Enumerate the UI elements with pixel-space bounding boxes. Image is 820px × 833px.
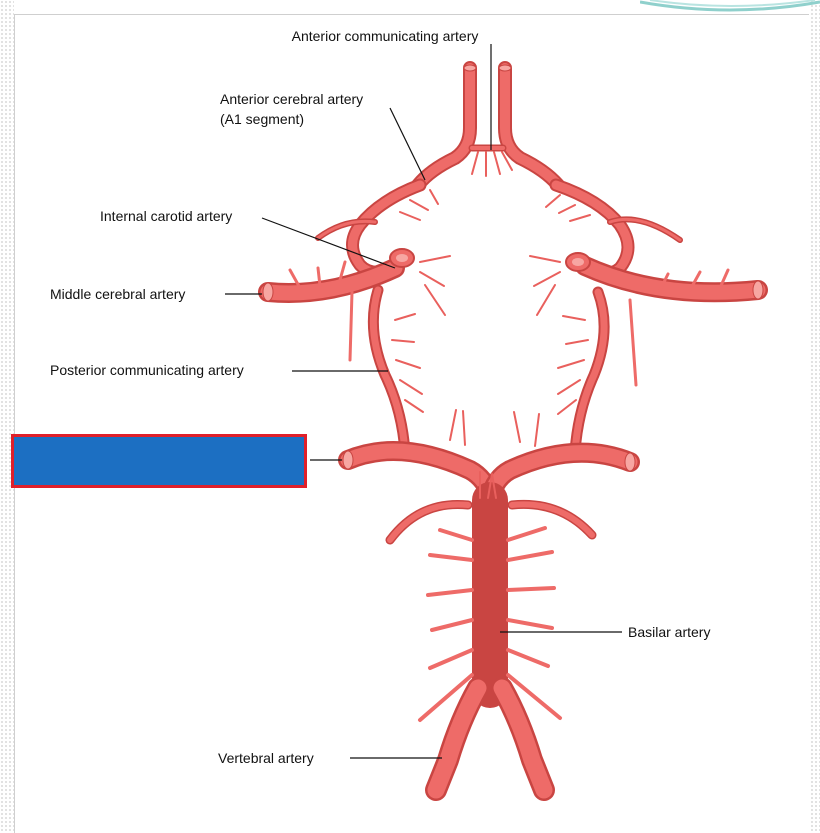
arteries <box>263 65 763 790</box>
label-middle-cerebral-artery: Middle cerebral artery <box>50 286 185 302</box>
label-anterior-communicating-artery: Anterior communicating artery <box>292 28 479 44</box>
leader-ica <box>262 218 395 268</box>
label-a1-segment: (A1 segment) <box>220 111 304 127</box>
internal-carotid-arteries <box>390 249 590 271</box>
label-internal-carotid-artery: Internal carotid artery <box>100 208 232 224</box>
label-posterior-communicating-artery: Posterior communicating artery <box>50 362 244 378</box>
anterior-cerebral-arteries <box>418 65 558 185</box>
label-anterior-cerebral-artery: Anterior cerebral artery <box>220 91 363 107</box>
label-basilar-artery: Basilar artery <box>628 624 710 640</box>
posterior-communicating-arteries <box>373 290 604 452</box>
leader-lines <box>225 44 622 758</box>
basilar-artery <box>420 500 560 720</box>
leader-aca <box>390 108 425 180</box>
labels: Anterior communicating artery Anterior c… <box>50 28 710 766</box>
hidden-label-mask <box>11 434 307 488</box>
middle-cerebral-arteries <box>263 262 763 385</box>
label-vertebral-artery: Vertebral artery <box>218 750 314 766</box>
a1-segments <box>318 185 680 274</box>
